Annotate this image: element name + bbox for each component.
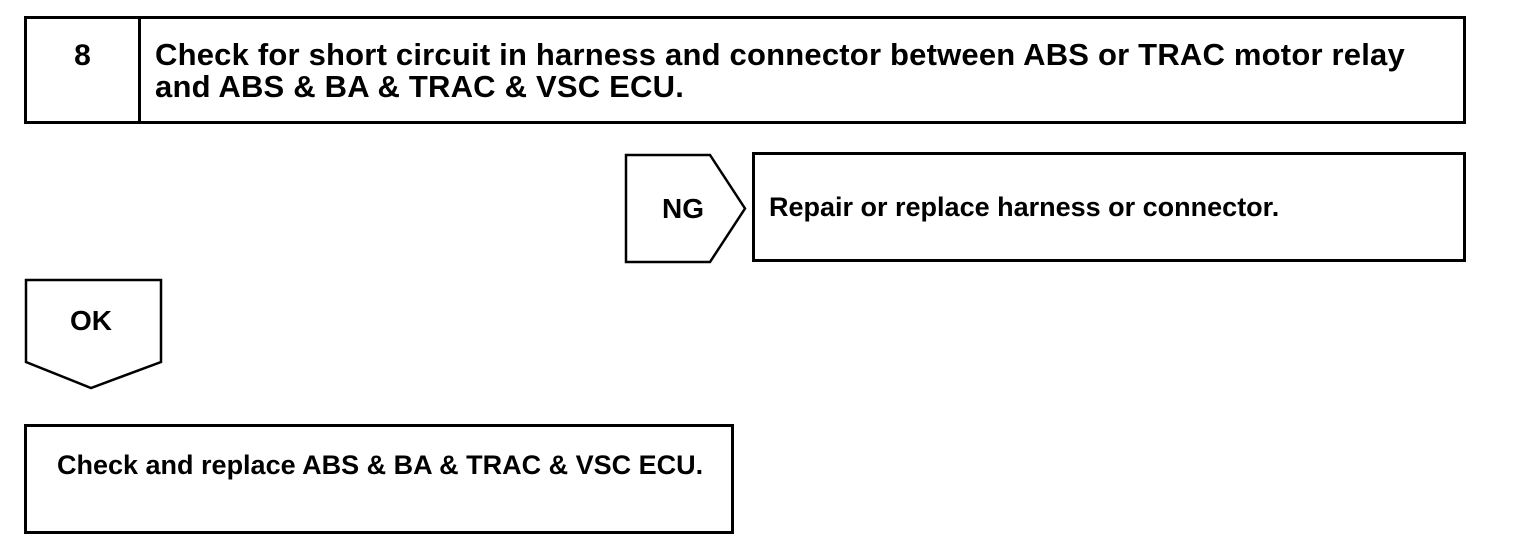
ng-action-text: Repair or replace harness or connector. [769, 191, 1280, 222]
ng-label: NG [662, 193, 704, 224]
ok-action-text: Check and replace ABS & BA & TRAC & VSC … [57, 450, 704, 480]
ok-label: OK [70, 305, 112, 336]
step-description: Check for short circuit in harness and c… [155, 37, 1405, 104]
ok-action-box: Check and replace ABS & BA & TRAC & VSC … [24, 424, 734, 534]
ng-action-box: Repair or replace harness or connector. [752, 152, 1466, 262]
ok-arrow-shape [24, 278, 163, 390]
step-number: 8 [27, 19, 141, 121]
ng-arrow-shape [624, 153, 747, 264]
step-box: 8 Check for short circuit in harness and… [24, 16, 1466, 124]
